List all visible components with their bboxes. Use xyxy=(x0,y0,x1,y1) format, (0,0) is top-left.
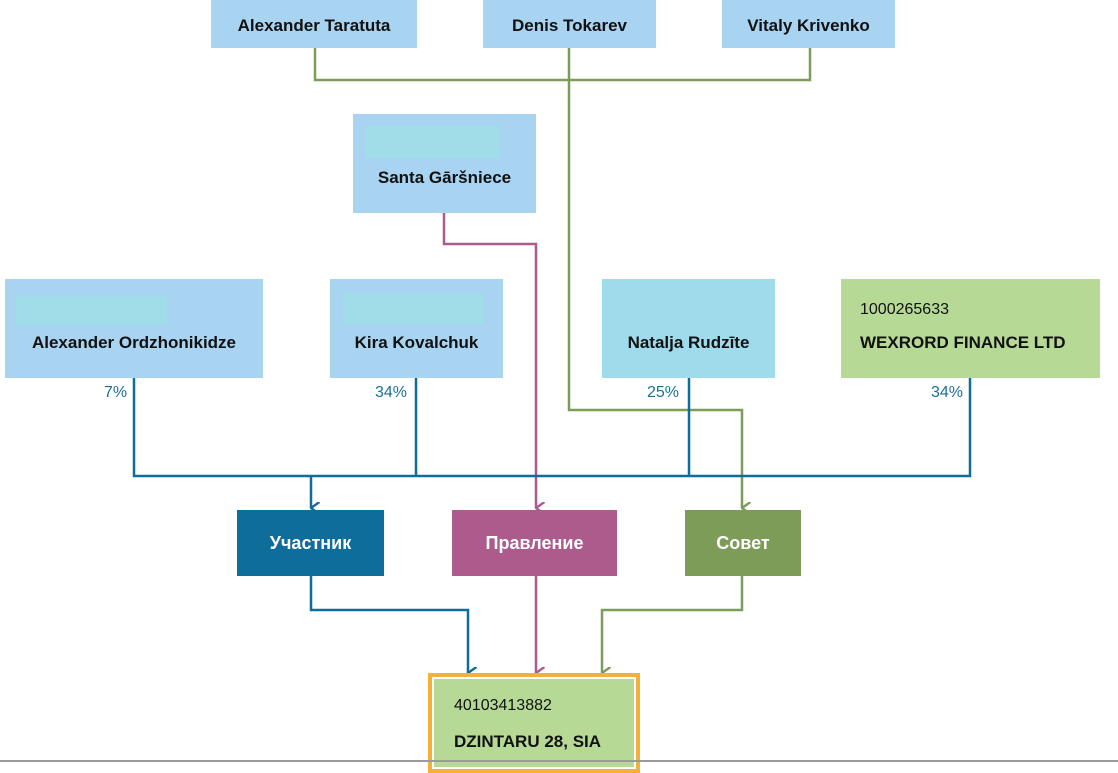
role-label: Участник xyxy=(269,532,352,553)
company-node-wexrord[interactable]: 1000265633 WEXRORD FINANCE LTD xyxy=(841,279,1100,378)
person-name: Kira Kovalchuk xyxy=(354,333,479,352)
bottom-divider xyxy=(0,760,1118,762)
role-label: Правление xyxy=(485,532,584,553)
person-name: Santa Gāršniece xyxy=(377,168,512,187)
line-participant-target xyxy=(309,576,468,673)
person-node-rudzite[interactable]: Natalja Rudzīte xyxy=(602,279,775,378)
target-inner-frame xyxy=(432,677,636,769)
company-code: 40103413882 xyxy=(454,697,552,714)
share-wexrord: 34% xyxy=(931,384,964,401)
role-board[interactable]: Правление xyxy=(452,510,617,576)
line-participants-bus xyxy=(132,377,972,478)
share-rudzite: 25% xyxy=(647,384,680,401)
line-taratuta xyxy=(313,48,812,82)
person-node-taratuta[interactable]: Alexander Taratuta xyxy=(211,0,417,48)
person-name: Vitaly Krivenko xyxy=(747,16,870,35)
line-garsniece xyxy=(442,212,536,508)
person-node-kovalchuk[interactable]: Kira Kovalchuk xyxy=(330,279,503,378)
person-node-garsniece[interactable]: Santa Gāršniece xyxy=(353,114,536,213)
person-node-krivenko[interactable]: Vitaly Krivenko xyxy=(722,0,895,48)
target-company-node[interactable]: 40103413882 DZINTARU 28, SIA xyxy=(428,673,640,773)
redacted-code xyxy=(343,293,483,324)
person-name: Alexander Taratuta xyxy=(237,16,391,35)
person-node-tokarev[interactable]: Denis Tokarev xyxy=(483,0,656,48)
redacted-code xyxy=(16,296,167,325)
share-kovalchuk: 34% xyxy=(375,384,408,401)
person-name: Natalja Rudzīte xyxy=(627,333,750,352)
company-code: 1000265633 xyxy=(860,301,949,318)
person-name: Denis Tokarev xyxy=(512,16,627,35)
role-label: Совет xyxy=(716,532,770,553)
person-name: Alexander Ordzhonikidze xyxy=(31,333,237,352)
share-ordzhonikidze: 7% xyxy=(104,384,128,401)
role-participant[interactable]: Участник xyxy=(237,510,384,576)
line-council-target xyxy=(600,576,744,673)
company-name: WEXRORD FINANCE LTD xyxy=(860,333,1066,352)
company-name: DZINTARU 28, SIA xyxy=(454,732,602,751)
redacted-code xyxy=(366,126,499,158)
person-node-ordzhonikidze[interactable]: Alexander Ordzhonikidze xyxy=(5,279,263,378)
line-tokarev xyxy=(567,48,742,508)
role-council[interactable]: Совет xyxy=(685,510,801,576)
